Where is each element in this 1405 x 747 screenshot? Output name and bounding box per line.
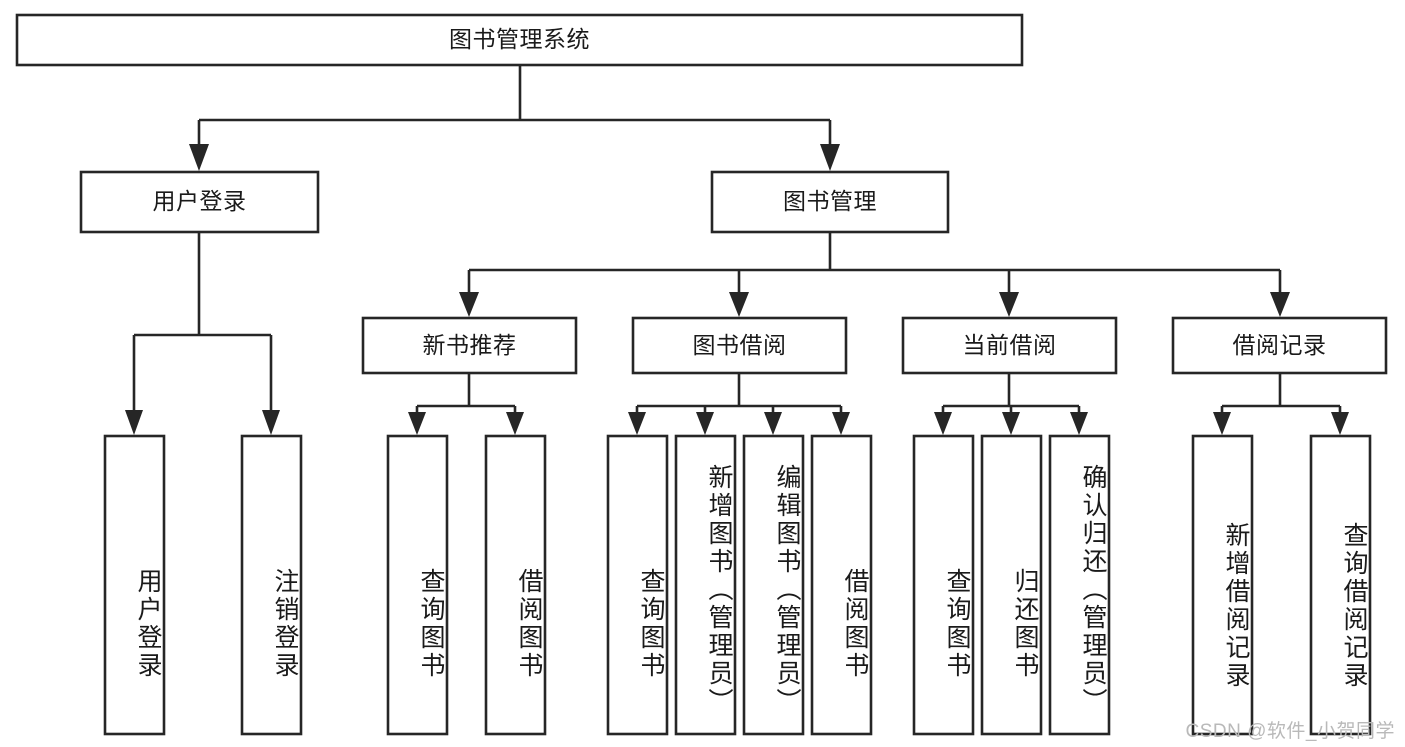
node-box-leaf-query-book-3[interactable] xyxy=(912,434,975,736)
node-box-book-borrow[interactable] xyxy=(631,316,848,375)
arrow-head-new-book-rec xyxy=(459,292,479,317)
node-box-leaf-query-book-1[interactable] xyxy=(386,434,449,736)
arrow-head-leaf-edit-book xyxy=(764,412,782,435)
node-box-book-manage[interactable] xyxy=(710,170,950,234)
node-box-leaf-edit-book[interactable] xyxy=(742,434,805,736)
arrow-head-book-manage xyxy=(820,144,840,171)
arrow-head-leaf-user-login xyxy=(125,410,143,435)
node-box-leaf-confirm-return[interactable] xyxy=(1048,434,1111,736)
arrow-head-book-borrow xyxy=(729,292,749,317)
arrow-head-borrow-record xyxy=(1270,292,1290,317)
arrow-head-leaf-logout-login xyxy=(262,410,280,435)
arrow-head-leaf-query-book-3 xyxy=(934,412,952,435)
arrow-head-current-borrow xyxy=(999,292,1019,317)
node-box-root[interactable] xyxy=(15,13,1024,67)
arrow-head-leaf-borrow-book-1 xyxy=(506,412,524,435)
node-box-leaf-query-record[interactable] xyxy=(1309,434,1372,736)
node-box-new-book-rec[interactable] xyxy=(361,316,578,375)
arrow-head-user-login xyxy=(189,144,209,171)
node-box-borrow-record[interactable] xyxy=(1171,316,1388,375)
node-box-leaf-logout-login[interactable] xyxy=(240,434,303,736)
node-box-current-borrow[interactable] xyxy=(901,316,1118,375)
node-box-leaf-add-record[interactable] xyxy=(1191,434,1254,736)
node-box-leaf-return-book[interactable] xyxy=(980,434,1043,736)
node-box-user-login[interactable] xyxy=(79,170,320,234)
node-box-leaf-borrow-book-2[interactable] xyxy=(810,434,873,736)
node-box-leaf-user-login[interactable] xyxy=(103,434,166,736)
node-box-leaf-query-book-2[interactable] xyxy=(606,434,669,736)
arrow-head-leaf-add-book xyxy=(696,412,714,435)
arrow-head-leaf-query-record xyxy=(1331,412,1349,435)
arrow-head-leaf-add-record xyxy=(1213,412,1231,435)
arrow-head-leaf-borrow-book-2 xyxy=(832,412,850,435)
watermark-text: CSDN @软件_小贺同学 xyxy=(1185,721,1395,742)
arrow-head-leaf-return-book xyxy=(1002,412,1020,435)
arrow-head-leaf-query-book-2 xyxy=(628,412,646,435)
node-box-leaf-borrow-book-1[interactable] xyxy=(484,434,547,736)
arrow-head-leaf-confirm-return xyxy=(1070,412,1088,435)
arrow-head-leaf-query-book-1 xyxy=(408,412,426,435)
node-box-leaf-add-book[interactable] xyxy=(674,434,737,736)
